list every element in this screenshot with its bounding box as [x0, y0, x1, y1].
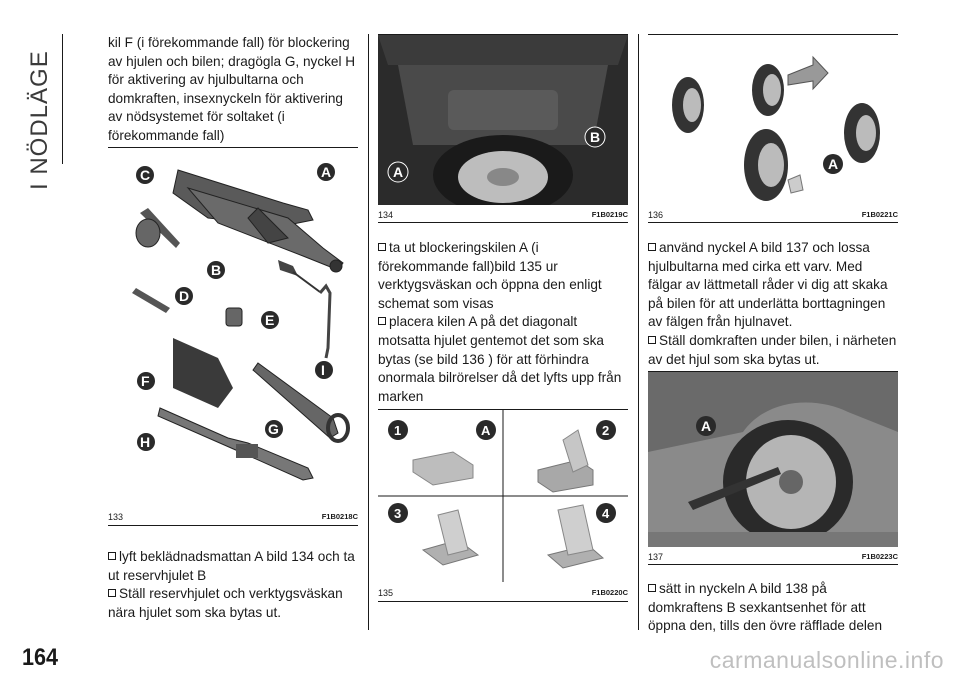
fig133-label-i: I — [321, 362, 325, 378]
bullet-item: sätt in nyckeln A bild 138 på domkraften… — [648, 581, 883, 634]
bullet-item: använd nyckel A bild 137 och lossa hjulb… — [648, 240, 888, 330]
figure-number: 136 — [648, 210, 664, 220]
figure-number: 134 — [378, 210, 394, 220]
figure-134: B A 134 F1B0219C — [378, 34, 628, 220]
figure-133: C A B D E F I G H 133 F1B0218C — [108, 147, 358, 526]
fig135-label-a: A — [481, 423, 491, 438]
fig136-label-a: A — [828, 156, 838, 172]
bullet-item: Ställ reservhjulet och verktygsväskan nä… — [108, 586, 343, 620]
fig133-label-c: C — [140, 167, 150, 183]
intro-paragraph: kil F (i förekommande fall) för blockeri… — [108, 35, 356, 143]
bullet-item: Ställ domkraften under bilen, i närheten… — [648, 332, 897, 367]
figure-code: F1B0218C — [321, 512, 358, 521]
watermark: carmanualsonline.info — [709, 647, 944, 673]
figure-number: 133 — [108, 512, 124, 522]
bullet-item: ta ut blockeringskilen A (i förekommande… — [378, 240, 602, 311]
figure-code: F1B0220C — [591, 588, 628, 597]
checkbox-icon — [648, 335, 656, 344]
figure-number: 137 — [648, 552, 664, 562]
col2-bullets: ta ut blockeringskilen A (i förekommande… — [378, 239, 628, 406]
figure-136: A 136 F1B0221C — [648, 34, 898, 220]
figure-135-bottom-rule — [378, 601, 628, 602]
fig135-label-1: 1 — [394, 423, 401, 438]
wheel-wedge-placement-illustration: A — [672, 55, 880, 201]
figure-code: F1B0223C — [861, 552, 898, 561]
checkbox-icon — [378, 243, 386, 251]
col3-bullets-2: sätt in nyckeln A bild 138 på domkraften… — [648, 580, 898, 636]
figure-136-bottom-rule — [648, 222, 898, 223]
section-title: I NÖDLÄGE — [26, 50, 53, 190]
fig135-label-3: 3 — [394, 506, 401, 521]
fig135-label-2: 2 — [602, 423, 609, 438]
loosen-bolts-illustration: A — [648, 372, 898, 547]
fig133-label-b: B — [211, 262, 221, 278]
fig133-label-d: D — [179, 288, 189, 304]
fig135-label-4: 4 — [602, 506, 610, 521]
wedge-unfold-illustration: 1 A 2 3 4 — [378, 410, 628, 582]
figure-134-bottom-rule — [378, 222, 628, 223]
bullet-item: lyft beklädnadsmattan A bild 134 och ta … — [108, 549, 355, 583]
figure-133-bottom-rule — [108, 525, 358, 526]
fig134-label-a: A — [393, 164, 403, 180]
figure-code: F1B0219C — [591, 210, 628, 219]
checkbox-icon — [108, 589, 116, 598]
checkbox-icon — [108, 552, 116, 560]
figure-number: 135 — [378, 588, 394, 598]
column-divider-1 — [368, 34, 369, 630]
page-number: 164 — [22, 644, 59, 671]
fig133-label-e: E — [265, 312, 274, 328]
fig133-label-h: H — [140, 434, 150, 450]
checkbox-icon — [648, 584, 656, 592]
checkbox-icon — [648, 243, 656, 251]
tool-kit-illustration: C A B D E F I G H — [132, 163, 350, 481]
section-divider — [62, 34, 63, 164]
figure-137-bottom-rule — [648, 564, 898, 565]
figure-135: 1 A 2 3 4 135 F1B0220C — [378, 409, 628, 600]
col3-bullets: använd nyckel A bild 137 och lossa hjulb… — [648, 239, 898, 369]
fig134-label-b: B — [590, 129, 600, 145]
column-divider-2 — [638, 34, 639, 630]
fig137-label-a: A — [701, 418, 711, 434]
bullet-item: placera kilen A på det diagonalt motsatt… — [378, 314, 622, 404]
checkbox-icon — [378, 317, 386, 326]
fig133-label-f: F — [141, 373, 150, 389]
figure-code: F1B0221C — [861, 210, 898, 219]
col1-bullets: lyft beklädnadsmattan A bild 134 och ta … — [108, 548, 358, 622]
figure-137: A 137 F1B0223C — [648, 371, 898, 564]
column-1: kil F (i förekommande fall) för blockeri… — [108, 34, 358, 146]
trunk-spare-wheel-illustration: B A — [378, 35, 628, 205]
fig133-label-g: G — [268, 421, 279, 437]
fig133-label-a: A — [321, 164, 331, 180]
